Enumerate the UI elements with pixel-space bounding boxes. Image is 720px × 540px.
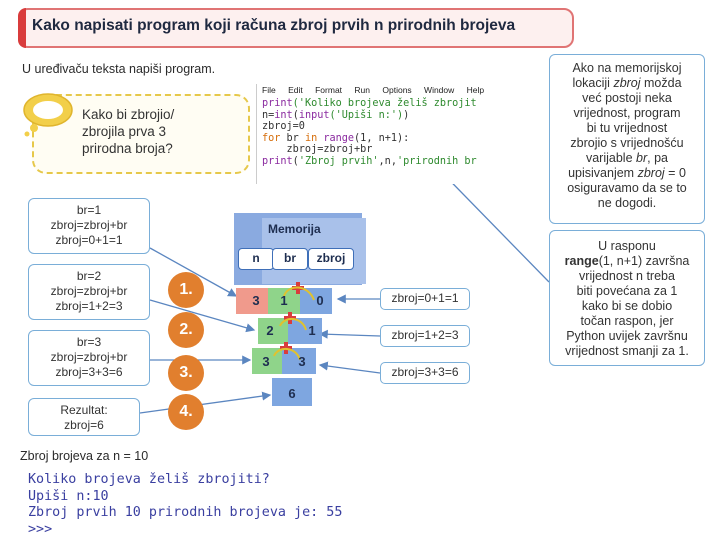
step-badge-1: 1. bbox=[168, 272, 204, 308]
cube-n-row1: 3 bbox=[252, 293, 260, 308]
shell-line: Koliko brojeva želiš zbrojiti? bbox=[28, 472, 270, 487]
menu-help[interactable]: Help bbox=[466, 85, 485, 95]
menu-file[interactable]: File bbox=[262, 85, 276, 95]
code-editor-window bbox=[256, 84, 549, 184]
menu-options[interactable]: Options bbox=[382, 85, 412, 95]
example-label: Zbroj brojeva za n = 10 bbox=[20, 449, 149, 463]
step-badge-4: 4. bbox=[168, 394, 204, 430]
cube-br-row2: 2 bbox=[266, 323, 274, 338]
shell-output: Koliko brojeva želiš zbrojiti?Upiši n:10… bbox=[28, 472, 342, 538]
shell-line: Zbroj prvih 10 prirodnih brojeva je: 55 bbox=[28, 505, 343, 520]
cube-zbroj-row2: 1 bbox=[308, 323, 316, 338]
state-box-result: Rezultat:zbroj=6 bbox=[28, 398, 140, 436]
thought-bubble-text: Kako bi zbrojio/ zbrojila prva 3 prirodn… bbox=[82, 106, 232, 157]
code-line: zbroj=0 bbox=[262, 121, 305, 133]
menu-format[interactable]: Format bbox=[315, 85, 343, 95]
cube-br-row3: 3 bbox=[262, 354, 270, 369]
cube-br-row1: 1 bbox=[280, 293, 288, 308]
memory-cubes bbox=[236, 282, 332, 406]
thought-bubble-icon bbox=[23, 93, 73, 137]
code-line: print('Zbroj prvih',n,'prirodnih br bbox=[262, 155, 477, 167]
code-line: zbroj=zbroj+br bbox=[262, 144, 373, 156]
instruction-text: U uređivaču teksta napiši program. bbox=[22, 62, 216, 76]
result-box-2: zbroj=1+2=3 bbox=[380, 325, 470, 347]
code-line: for br in range(1, n+1): bbox=[262, 132, 410, 144]
cube-zbroj-row3: 3 bbox=[298, 354, 306, 369]
bubble-line: prirodna broja? bbox=[82, 141, 173, 156]
cube-zbroj-row4: 6 bbox=[288, 386, 296, 401]
bubble-line: zbrojila prva 3 bbox=[82, 124, 167, 139]
menu-edit[interactable]: Edit bbox=[288, 85, 303, 95]
result-box-1: zbroj=0+1=1 bbox=[380, 288, 470, 310]
var-label-zbroj: zbroj bbox=[308, 248, 354, 270]
title-banner bbox=[18, 8, 574, 48]
menu-window[interactable]: Window bbox=[424, 85, 455, 95]
bubble-line: Kako bi zbrojio/ bbox=[82, 107, 175, 122]
step-badge-2: 2. bbox=[168, 312, 204, 348]
shell-line: Upiši n:10 bbox=[28, 488, 109, 504]
var-label-n: n bbox=[238, 248, 274, 270]
note-zbroj-init: Ako na memorijskoj lokaciji zbroj možda … bbox=[549, 54, 705, 224]
menu-run[interactable]: Run bbox=[354, 85, 370, 95]
code-line: n=int(input('Upiši n:')) bbox=[262, 109, 410, 121]
page-title: Kako napisati program koji računa zbroj … bbox=[32, 17, 516, 34]
editor-menu-bar: File Edit Format Run Options Window Help bbox=[262, 85, 494, 95]
code-line: print('Koliko brojeva želiš zbrojit bbox=[262, 98, 477, 109]
var-label-br: br bbox=[272, 248, 308, 270]
note-range: U rasponu range(1, n+1) završna vrijedno… bbox=[549, 230, 705, 366]
memory-label: Memorija bbox=[268, 222, 321, 236]
result-box-3: zbroj=3+3=6 bbox=[380, 362, 470, 384]
shell-prompt: >>> bbox=[28, 521, 53, 537]
step-badge-3: 3. bbox=[168, 355, 204, 391]
cube-zbroj-row1: 0 bbox=[316, 293, 324, 308]
